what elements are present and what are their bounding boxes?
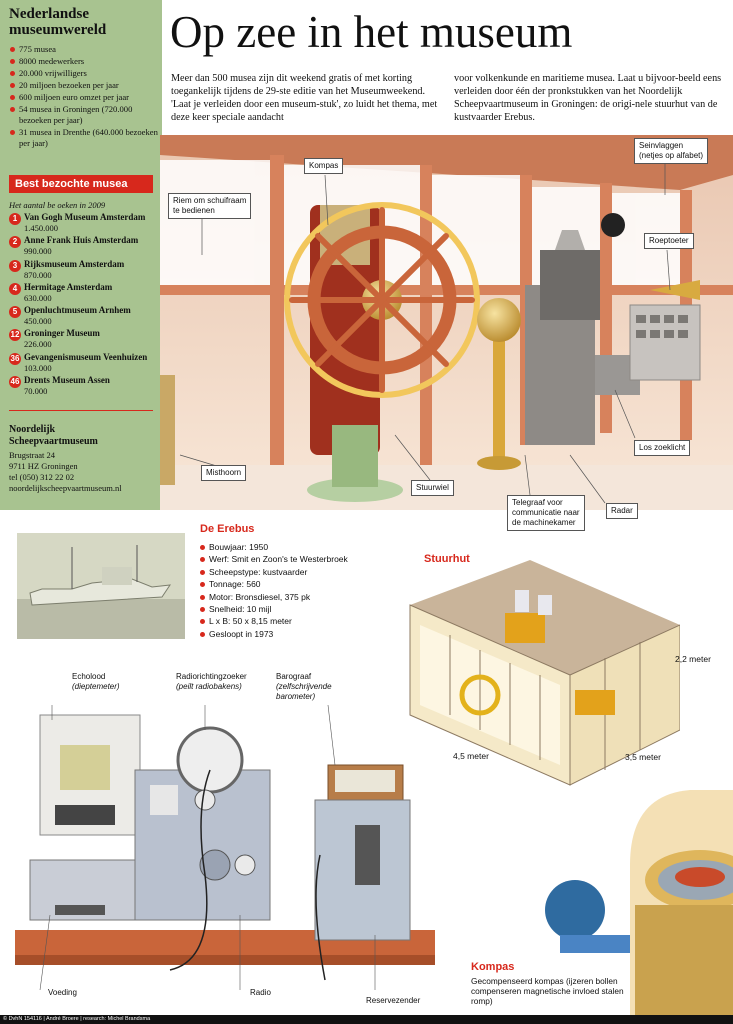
rank-badge: 2 [9,236,21,249]
visitor-count: 103.000 [24,362,52,373]
label-echolood: Echolood(dieptemeter) [72,672,120,691]
sidebar-title: Nederlandse museumwereld [9,6,107,38]
fact-item: 20.000 vrijwilligers [9,68,159,79]
rank-badge: 1 [9,213,21,225]
visitor-count: 990.000 [24,246,52,257]
museum-name: Gevangenismuseum Veenhuizen [24,351,148,362]
erebus-title: De Erebus [200,523,255,535]
spec-item: Motor: Bronsdiesel, 375 pk [200,591,348,603]
label-voeding: Voeding [48,988,77,997]
kompas-description: Gecompenseerd kompas (ijzeren bollen com… [471,976,624,1006]
label-los-zoeklicht: Los zoeklicht [634,440,691,456]
spec-item: Gesloopt in 1973 [200,628,348,640]
stuurhut-width: 3,5 meter [625,752,661,762]
fact-item: 600 miljoen euro omzet per jaar [9,92,159,103]
label-misthoorn: Misthoorn [201,465,247,481]
visitor-count: 870.000 [24,269,52,280]
spec-item: Snelheid: 10 mijl [200,603,348,615]
credit-line: © DvhN 154116 | André Broere | research:… [0,1015,733,1024]
intro-column-1: Meer dan 500 musea zijn dit weekend grat… [171,73,438,123]
intro-column-2: voor volkenkunde en maritieme musea. Laa… [454,73,722,123]
facts-list: 775 musea 8000 medewerkers 20.000 vrijwi… [9,44,159,150]
visitor-count: 1.450.000 [24,223,58,233]
compass-illustration [545,790,733,1015]
rank-badge: 36 [9,352,21,365]
label-radiorichtingzoeker: Radiorichtingzoeker(peilt radiobakens) [176,672,247,691]
spec-item: L x B: 50 x 8,15 meter [200,615,348,627]
rank-badge: 46 [9,376,21,389]
museum-address-title: Noordelijk Scheepvaartmuseum [9,424,98,447]
rank-badge: 5 [9,306,21,319]
wheelhouse-illustration [160,135,733,510]
label-roeptoeter: Roeptoeter [644,233,694,249]
label-seinvlaggen: Seinvlaggen(netjes op alfabet) [634,138,709,164]
label-kompas: Kompas [304,158,344,174]
visitor-count: 226.000 [24,339,52,350]
label-reservezender: Reservezender [366,996,421,1005]
spec-item: Scheepstype: kustvaarder [200,566,348,578]
rank-badge: 12 [9,329,21,342]
fact-item: 8000 medewerkers [9,56,159,67]
spec-item: Bouwjaar: 1950 [200,541,348,553]
steering-wheel [284,202,480,398]
erebus-photo [12,527,190,645]
fact-item: 775 musea [9,44,159,55]
fact-item: 54 musea in Groningen (720.000 bezoeken … [9,104,159,126]
ranking-subtitle: Het aantal be oeken in 2009 [9,200,106,210]
fact-item: 20 miljoen bezoeken per jaar [9,80,159,91]
rank-badge: 3 [9,259,21,272]
stuurhut-height: 2,2 meter [675,654,711,664]
sidebar: Nederlandse museumwereld 775 musea 8000 … [0,0,162,510]
museum-address: Brugstraat 24 9711 HZ Groningen tel (050… [9,450,122,493]
museum-name: Anne Frank Huis Amsterdam [24,235,139,246]
stuurhut-length: 4,5 meter [453,751,489,761]
visitor-count: 450.000 [24,316,52,327]
ranking-title: Best bezochte musea [9,175,153,193]
label-stuurwiel: Stuurwiel [411,480,454,496]
fact-item: 31 musea in Drenthe (640.000 bezoeken pe… [9,127,159,149]
museum-name: Openluchtmuseum Arnhem [24,305,131,316]
museum-name: Hermitage Amsterdam [24,281,113,292]
erebus-specs: Bouwjaar: 1950 Werf: Smit en Zoon's te W… [200,541,348,640]
stuurhut-cutaway [409,560,680,786]
stuurhut-title: Stuurhut [424,553,470,565]
museum-name: Drents Museum Assen [24,375,110,386]
kompas-title: Kompas [471,961,515,973]
visitor-count: 630.000 [24,292,52,303]
spec-item: Tonnage: 560 [200,578,348,590]
spec-item: Werf: Smit en Zoon's te Westerbroek [200,553,348,565]
label-radar: Radar [606,503,638,519]
museum-name: Rijksmuseum Amsterdam [24,258,125,269]
radio-equipment-illustration [15,704,435,991]
divider [9,410,153,411]
headline: Op zee in het museum [170,7,573,57]
visitor-count: 70.000 [24,386,48,397]
label-radio: Radio [250,988,271,997]
museum-name: Van Gogh Museum Amsterdam [24,212,146,222]
museum-name: Groninger Museum [24,328,100,339]
rank-badge: 4 [9,282,21,295]
